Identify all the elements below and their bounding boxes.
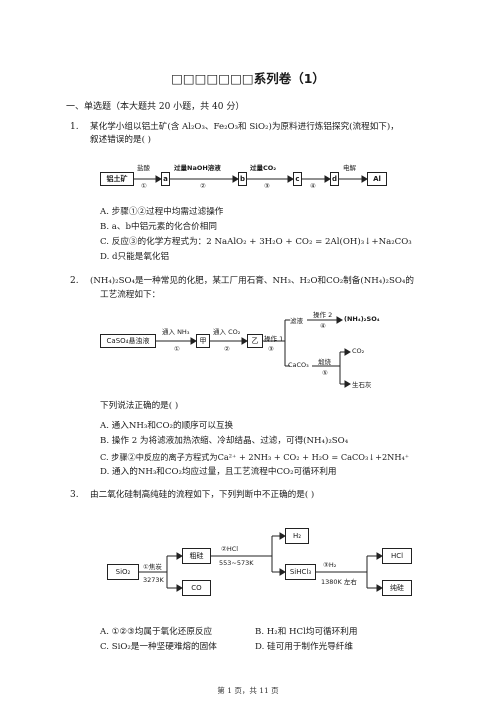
q1-step1-reagent: 盐酸 — [137, 164, 150, 172]
q3-step1-reagent: ①焦炭 — [143, 563, 162, 571]
q2-flowchart: CaSO₄悬浊液 甲 乙 通入 NH₃ ① 通入 CO₂ ② 操作 1 ③ 滤液… — [100, 308, 400, 396]
q1-node-bauxite: 铝土矿 — [100, 172, 134, 186]
q1-text-line1: 某化学小组以铝土矿(含 Al₂O₃、Fe₂O₃和 SiO₂)为原料进行炼铝探究(… — [90, 122, 399, 132]
q2-option-a[interactable]: A. 通入NH₃和CO₂的顺序可以互换 — [100, 421, 234, 431]
q1-option-b[interactable]: B. a、b中铝元素的化合价相同 — [100, 222, 217, 232]
q1-node-a: a — [161, 172, 170, 186]
q3-node-pure-si: 纯硅 — [382, 580, 412, 596]
q2-step2-reagent: 通入 CO₂ — [213, 328, 241, 336]
q3-node-crude-si: 粗硅 — [182, 548, 211, 564]
q2-node-product: (NH₄)₂SO₄ — [344, 315, 380, 323]
q1-node-b: b — [238, 172, 247, 186]
q1-step4-num: ④ — [310, 182, 316, 190]
q3-option-a[interactable]: A. ①②③均属于氧化还原反应 — [100, 627, 213, 637]
q2-step5-op: 煅烧 — [318, 358, 331, 366]
q1-number: 1. — [70, 122, 79, 132]
page-title: □□□□□□□系列卷（1） — [171, 71, 325, 86]
q2-node-caco3: CaCO₃ — [288, 361, 309, 369]
q1-step3-reagent: 过量CO₂ — [250, 164, 277, 172]
q3-option-d[interactable]: D. 硅可用于制作光导纤维 — [255, 642, 353, 652]
q1-node-al: Al — [367, 172, 387, 186]
q1-flowchart: 铝土矿 a b c d Al 盐酸 ① 过量NaOH溶液 ② 过量CO₂ ③ ④… — [100, 160, 400, 196]
q1-text-line2: 叙述错误的是( ) — [90, 135, 151, 145]
q2-step4-op: 操作 2 — [313, 311, 333, 319]
q3-node-sihcl3: SiHCl₃ — [285, 564, 316, 580]
q2-option-d[interactable]: D. 通入的NH₃和CO₂均应过量，且工艺流程中CO₂可循环利用 — [100, 467, 337, 477]
q2-prompt: 下列说法正确的是( ) — [100, 401, 179, 411]
q2-node-lime: 生石灰 — [352, 381, 372, 389]
q3-option-b[interactable]: B. H₂和 HCl均可循环利用 — [255, 627, 358, 637]
q3-node-h2: H₂ — [285, 528, 309, 544]
q2-number: 2. — [70, 276, 79, 286]
q1-node-c: c — [293, 172, 302, 186]
q2-node-jia: 甲 — [196, 334, 210, 348]
q3-step2-reagent: ②HCl — [221, 545, 239, 553]
q2-flow-arrows — [156, 316, 351, 388]
q3-node-hcl: HCl — [382, 548, 412, 564]
q3-flow-arrows — [139, 532, 383, 592]
q2-node-yi: 乙 — [247, 334, 263, 348]
q3-step1-temp: 3273K — [143, 576, 164, 584]
q3-number: 3. — [70, 490, 79, 500]
section-heading: 一、单选题（本大题共 20 小题，共 40 分） — [66, 102, 245, 112]
q3-node-sio2: SiO₂ — [107, 564, 139, 580]
q1-step5-reagent: 电解 — [343, 164, 356, 172]
q2-node-co2: CO₂ — [352, 347, 365, 355]
q2-option-b[interactable]: B. 操作 2 为将滤液加热浓缩、冷却结晶、过滤，可得(NH₄)₂SO₄ — [100, 436, 349, 446]
q3-step3-temp: 1380K 左右 — [321, 578, 357, 586]
q2-text-line2: 工艺流程如下： — [100, 290, 161, 300]
q1-option-d[interactable]: D. d只能是氧化铝 — [100, 252, 170, 262]
q1-flow-arrows — [134, 175, 368, 183]
q2-step4-num: ④ — [320, 322, 326, 330]
q3-step3-reagent: ③H₂ — [323, 561, 337, 569]
q3-step2-temp: 553~573K — [219, 559, 254, 567]
q1-option-c[interactable]: C. 反应③的化学方程式为：2 NaAlO₂ + 3H₂O + CO₂ = 2A… — [100, 237, 412, 247]
q1-option-a[interactable]: A. 步骤①②过程中均需过滤操作 — [100, 207, 224, 217]
q1-step2-num: ② — [200, 182, 206, 190]
q2-step1-reagent: 通入 NH₃ — [162, 328, 190, 336]
q1-step2-reagent: 过量NaOH溶液 — [174, 164, 221, 172]
q2-text-line1: (NH₄)₂SO₄是一种常见的化肥，某工厂用石膏、NH₃、H₂O和CO₂制备(N… — [90, 276, 414, 286]
q1-step1-num: ① — [141, 182, 147, 190]
q2-step5-num: ⑤ — [322, 369, 328, 377]
q3-option-c[interactable]: C. SiO₂是一种坚硬难熔的固体 — [100, 642, 217, 652]
q2-node-caso4: CaSO₄悬浊液 — [100, 334, 156, 348]
q2-step2-num: ② — [224, 345, 230, 353]
q3-text-line1: 由二氧化硅制高纯硅的流程如下，下列判断中不正确的是( ) — [90, 490, 315, 500]
q2-step1-num: ① — [174, 345, 180, 353]
q2-step3-num: ③ — [268, 345, 274, 353]
q3-flowchart: SiO₂ ①焦炭 3273K 粗硅 CO ②HCl 553~573K H₂ Si… — [107, 526, 417, 602]
q1-step3-num: ③ — [264, 182, 270, 190]
q2-node-filtrate: 滤液 — [290, 317, 303, 325]
page-footer: 第 1 页，共 11 页 — [217, 686, 279, 695]
q2-option-c[interactable]: C. 步骤②中反应的离子方程式为Ca²⁺ + 2NH₃ + CO₂ + H₂O … — [100, 452, 410, 462]
q3-node-co: CO — [182, 580, 211, 596]
q1-node-d: d — [330, 172, 339, 186]
q2-step3-reagent: 操作 1 — [264, 335, 284, 343]
